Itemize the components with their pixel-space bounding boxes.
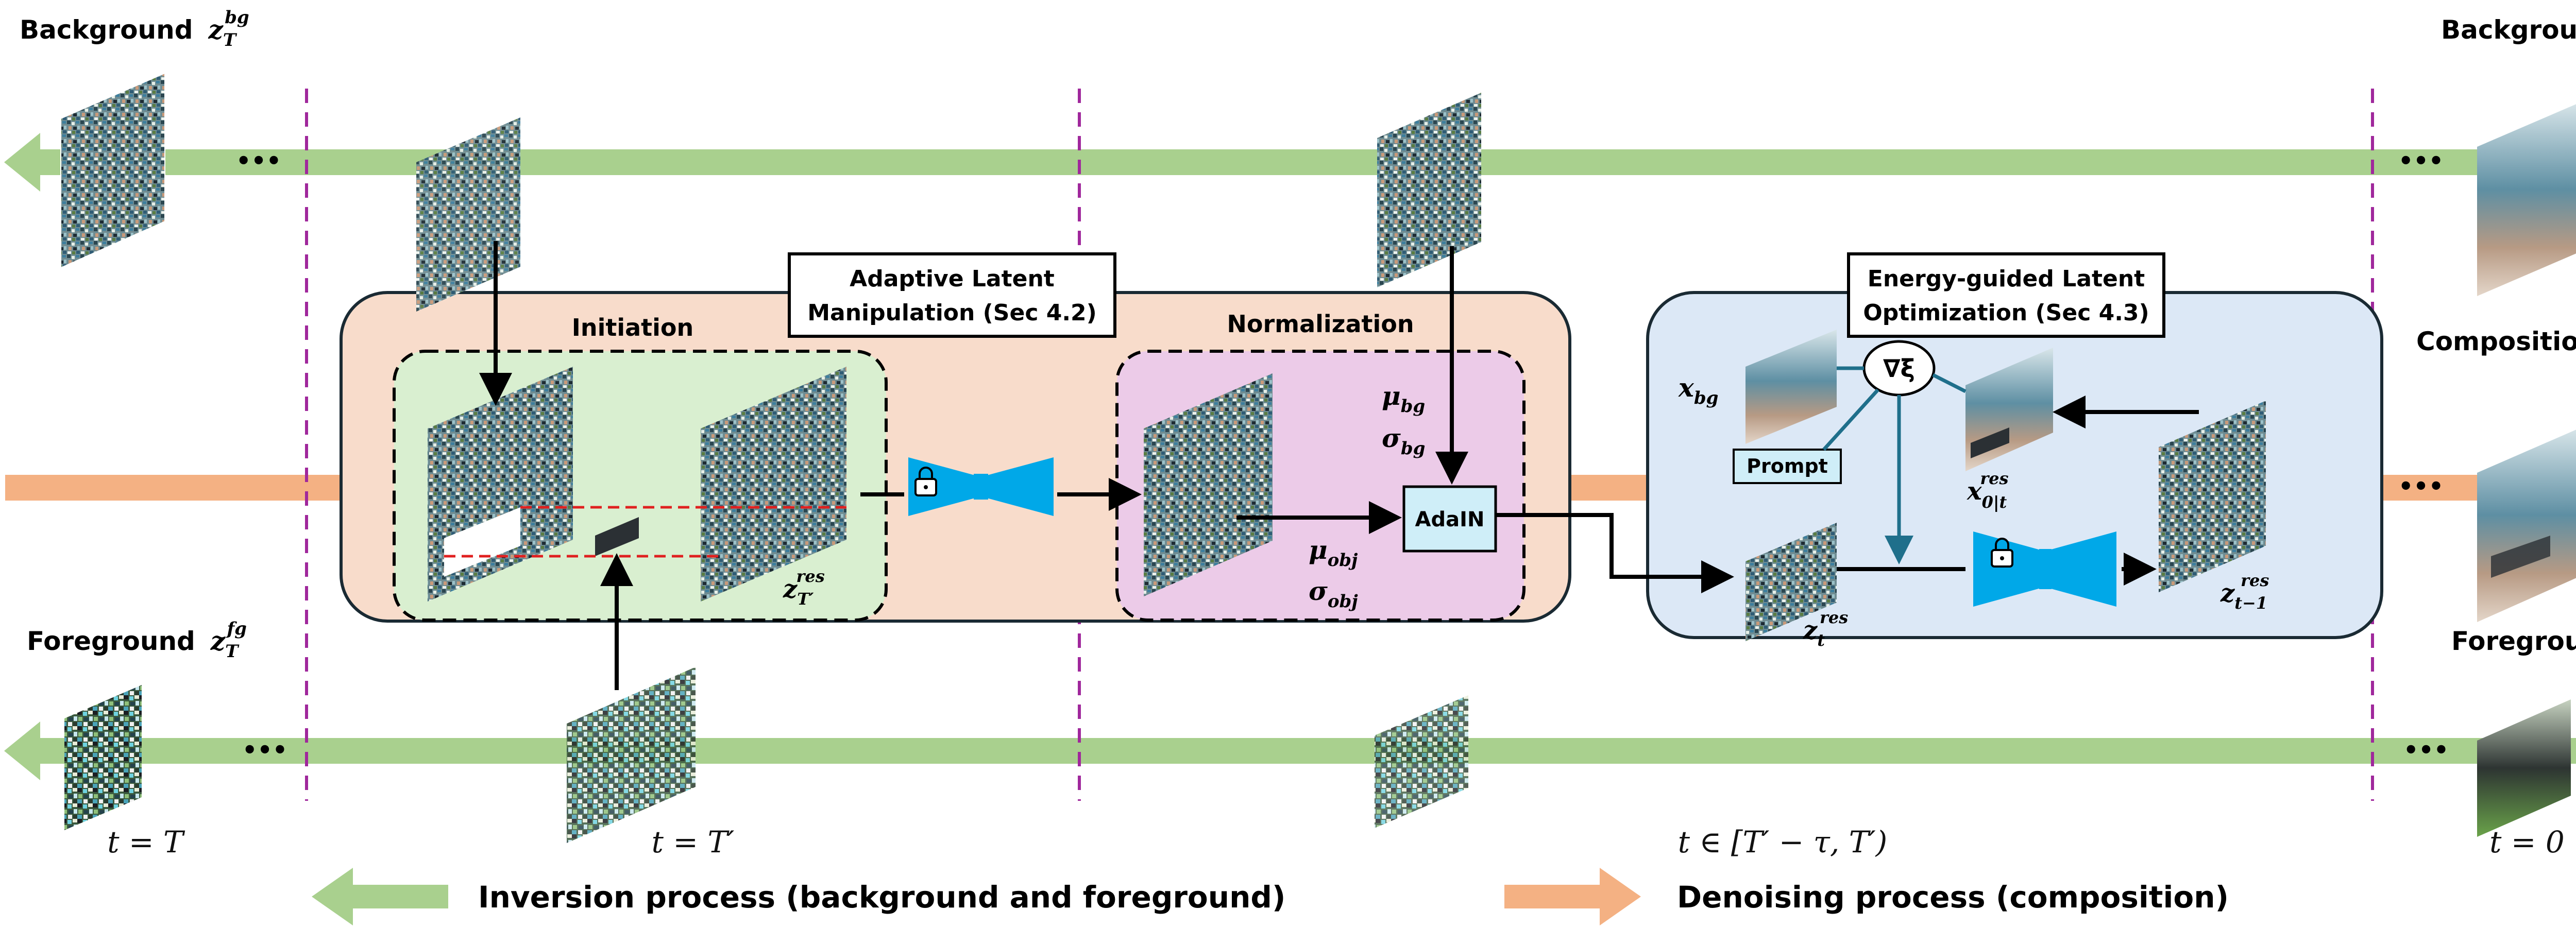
link-xres-grad [1932, 373, 1967, 393]
frozen-unet-elo [1973, 531, 2116, 607]
z-t-res-label: ztres [1803, 608, 1848, 650]
prompt-box [1733, 449, 1842, 484]
foreground-zT-label: Foreground zTfg [27, 619, 247, 662]
composition-car [2491, 536, 2550, 578]
foreground-latent-Tprime [567, 667, 696, 843]
background-latent-Tprime [416, 117, 520, 312]
initiation-composited-latent [701, 367, 846, 602]
frozen-unet-alm [908, 457, 1054, 516]
composition-z0-label: Composition z0res [2416, 319, 2576, 362]
link-prompt-grad [1822, 388, 1879, 451]
elo-title-line1: Energy-guided Latent [1868, 266, 2145, 292]
ellipsis-bg-right: ••• [2398, 147, 2444, 175]
sigma-bg-label: σbg [1382, 423, 1425, 459]
alm-title-line2: Manipulation (Sec 4.2) [807, 300, 1097, 326]
normalization-latent [1144, 373, 1273, 596]
initiation-object-crop [595, 517, 639, 556]
ellipsis-fg-right: ••• [2403, 736, 2449, 764]
foreground-z0-label: Foreground z0fg [2451, 619, 2576, 662]
foreground-latent-mid [1375, 695, 1468, 828]
timestep-0: t = 0 [2489, 825, 2565, 860]
initiation-mask-white [444, 507, 520, 577]
background-zT-label: Background zTbg [20, 7, 249, 50]
arrow-adain-to-elo [1496, 513, 1734, 593]
foreground-clean-z0 [2477, 699, 2571, 837]
adain-label: AdaIN [1415, 508, 1485, 531]
composition-clean-z0 [2477, 430, 2576, 622]
sigma-obj-label: σobj [1309, 576, 1358, 612]
lock-icon [1991, 538, 2013, 568]
elo-x-res-car [1971, 427, 2009, 458]
background-latent-mid [1377, 93, 1481, 287]
mu-bg-label: μbg [1382, 381, 1425, 417]
elo-title-line2: Optimization (Sec 4.3) [1863, 300, 2149, 326]
energy-gradient-label: ∇ξ [1883, 354, 1915, 383]
normalization-label: Normalization [1227, 310, 1414, 338]
legend-inversion-label: Inversion process (background and foregr… [478, 880, 1285, 915]
background-z0-label: Background z0bg [2441, 7, 2576, 50]
mu-obj-label: μobj [1309, 535, 1358, 571]
background-noisy-latent-zT [60, 72, 165, 269]
lock-icon [914, 467, 937, 496]
foreground-noisy-latent-zT [64, 685, 142, 830]
timestep-range: t ∈ [T′ − τ, T′) [1678, 825, 1888, 860]
legend-denoising-arrow [1504, 868, 1641, 925]
elo-title-box [1847, 252, 2165, 338]
alm-title-line1: Adaptive Latent [850, 266, 1055, 292]
ellipsis-comp-right: ••• [2398, 472, 2444, 500]
elo-z-t-res-image [1745, 523, 1837, 641]
background-inversion-arrow [4, 133, 2576, 192]
background-clean-z0 [2477, 104, 2576, 296]
elo-z-tm1-res-image [2159, 401, 2266, 592]
timestep-Tprime: t = T′ [652, 825, 735, 860]
ellipsis-bg-left: ••• [236, 147, 281, 175]
foreground-inversion-arrow [4, 722, 2576, 780]
elo-x-bg-image [1745, 330, 1837, 444]
timestep-T: t = T [107, 825, 185, 860]
x-res-label: x0|tres [1967, 469, 2009, 512]
initiation-label: Initiation [572, 314, 694, 341]
legend-inversion-arrow [312, 868, 448, 925]
z-tm1-res-label: zt−1res [2220, 571, 2269, 613]
z-Tprime-res-label: zT′res [783, 566, 825, 609]
legend-denoising-label: Denoising process (composition) [1677, 880, 2229, 915]
x-bg-label: xbg [1678, 372, 1718, 408]
ellipsis-fg-left: ••• [242, 736, 287, 764]
adain-box [1402, 485, 1497, 553]
prompt-label: Prompt [1747, 455, 1828, 477]
alm-title-box [788, 252, 1116, 338]
